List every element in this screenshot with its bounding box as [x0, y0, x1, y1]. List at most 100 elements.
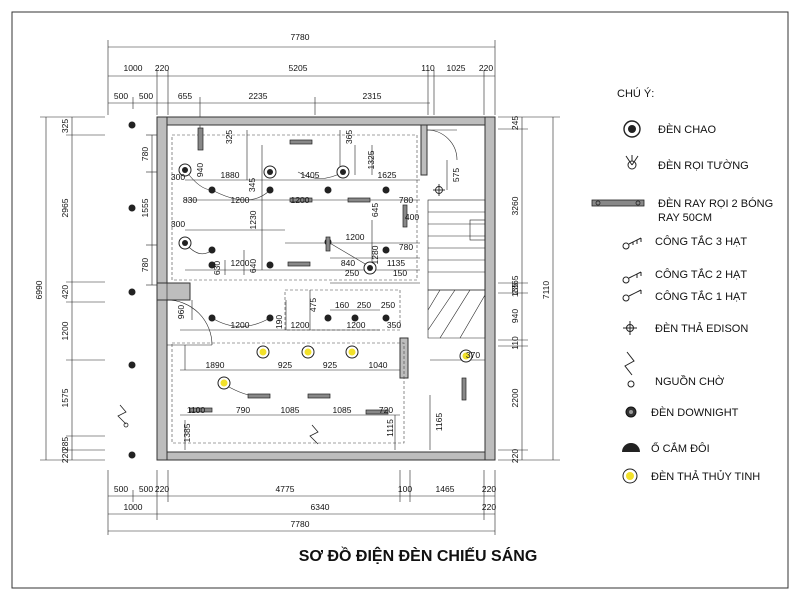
svg-text:1280: 1280 — [370, 245, 380, 264]
svg-text:475: 475 — [308, 298, 318, 312]
bottom-dimensions: 500 500 220 4775 100 1465 220 1000 6340 … — [107, 470, 496, 535]
interior-dimension-labels: 325 940 365 1325 1880 1405 1625 575 830 … — [171, 130, 480, 443]
svg-text:780: 780 — [140, 147, 150, 161]
downlights — [128, 121, 390, 459]
legend: CHÚ Ý: ĐÈN CHAO ĐÈN RỌI TƯỜNG ĐÈN RAY RỌ… — [591, 87, 773, 484]
svg-text:830: 830 — [183, 195, 197, 205]
svg-text:780: 780 — [399, 242, 413, 252]
svg-text:220: 220 — [482, 484, 496, 494]
svg-text:1000: 1000 — [124, 63, 143, 73]
svg-text:1165: 1165 — [434, 413, 444, 432]
svg-text:575: 575 — [451, 168, 461, 182]
svg-text:1890: 1890 — [206, 360, 225, 370]
svg-text:780: 780 — [140, 258, 150, 272]
svg-text:1200: 1200 — [231, 320, 250, 330]
svg-text:960: 960 — [176, 305, 186, 319]
svg-text:300: 300 — [171, 172, 185, 182]
svg-text:1625: 1625 — [378, 170, 397, 180]
svg-text:325: 325 — [60, 119, 70, 133]
svg-text:400: 400 — [405, 212, 419, 222]
svg-text:500: 500 — [139, 91, 153, 101]
legend-label-socket: Ổ CẮM ĐÔI — [651, 442, 710, 455]
legend-heading: CHÚ Ý: — [617, 87, 654, 100]
svg-text:345: 345 — [247, 178, 257, 192]
legend-label-track-light-2: RAY 50CM — [658, 212, 712, 224]
edison-pendants — [433, 184, 445, 196]
svg-text:3260: 3260 — [510, 196, 520, 215]
svg-text:1405: 1405 — [301, 170, 320, 180]
edison-pendant-icon — [623, 321, 637, 335]
svg-text:500: 500 — [139, 484, 153, 494]
svg-text:220: 220 — [482, 502, 496, 512]
glass-pendant-icon — [622, 468, 638, 484]
svg-text:325: 325 — [224, 130, 234, 144]
right-dimensions: 7110 245 3260 2365 135 940 110 2200 220 — [498, 116, 560, 463]
legend-label-standby-power: NGUỒN CHỜ — [655, 375, 725, 388]
svg-text:1000: 1000 — [124, 502, 143, 512]
downlight-icon — [625, 406, 637, 418]
svg-text:5205: 5205 — [289, 63, 308, 73]
svg-text:190: 190 — [274, 315, 284, 329]
svg-text:640: 640 — [248, 259, 258, 273]
svg-text:7110: 7110 — [541, 281, 551, 300]
svg-text:1465: 1465 — [436, 484, 455, 494]
svg-text:160: 160 — [335, 300, 349, 310]
svg-text:2365: 2365 — [510, 275, 520, 294]
doors — [166, 129, 458, 346]
svg-text:925: 925 — [278, 360, 292, 370]
svg-text:1325: 1325 — [366, 150, 376, 169]
svg-text:220: 220 — [479, 63, 493, 73]
svg-text:220: 220 — [60, 449, 70, 463]
top-dimensions: 7780 1000 220 5205 110 1025 220 500 500 … — [107, 32, 496, 130]
legend-label-downlight: ĐÈN DOWNIGHT — [651, 406, 739, 419]
svg-text:1085: 1085 — [281, 405, 300, 415]
svg-text:150: 150 — [393, 268, 407, 278]
switch-1-icon — [622, 289, 642, 302]
dim-top-total: 7780 — [291, 32, 310, 42]
svg-text:350: 350 — [387, 320, 401, 330]
svg-text:2315: 2315 — [363, 91, 382, 101]
svg-text:1025: 1025 — [447, 63, 466, 73]
legend-label-ceiling-lamp: ĐÈN CHAO — [658, 123, 717, 136]
svg-text:2200: 2200 — [510, 388, 520, 407]
svg-text:1200: 1200 — [291, 320, 310, 330]
svg-text:220: 220 — [155, 484, 169, 494]
svg-text:940: 940 — [510, 309, 520, 323]
legend-label-switch-2: CÔNG TẮC 2 HẠT — [655, 268, 747, 281]
staircase — [427, 199, 486, 339]
svg-text:365: 365 — [344, 130, 354, 144]
svg-text:2235: 2235 — [249, 91, 268, 101]
svg-text:780: 780 — [399, 195, 413, 205]
legend-label-switch-1: CÔNG TẮC 1 HẠT — [655, 290, 747, 303]
svg-text:7780: 7780 — [291, 519, 310, 529]
svg-text:1115: 1115 — [385, 419, 395, 437]
svg-text:1385: 1385 — [182, 423, 192, 442]
legend-label-switch-3: CÔNG TẮC 3 HẠT — [655, 235, 747, 248]
svg-text:250: 250 — [345, 268, 359, 278]
svg-text:250: 250 — [381, 300, 395, 310]
sheet-border — [11, 11, 789, 589]
svg-text:1200: 1200 — [291, 195, 310, 205]
svg-text:790: 790 — [236, 405, 250, 415]
svg-text:500: 500 — [114, 91, 128, 101]
svg-text:300: 300 — [171, 219, 185, 229]
track-lights — [189, 127, 467, 415]
svg-text:245: 245 — [510, 116, 520, 130]
svg-text:925: 925 — [323, 360, 337, 370]
svg-text:1200: 1200 — [347, 320, 366, 330]
svg-text:1200: 1200 — [231, 195, 250, 205]
svg-text:1230: 1230 — [248, 210, 258, 229]
ceiling-lamp-icon — [623, 120, 641, 138]
interior-dimension-lines — [180, 130, 485, 450]
svg-text:1200: 1200 — [346, 232, 365, 242]
legend-label-wall-spotlight: ĐÈN RỌI TƯỜNG — [658, 159, 749, 172]
svg-text:100: 100 — [398, 484, 412, 494]
svg-text:500: 500 — [114, 484, 128, 494]
svg-text:630: 630 — [212, 261, 222, 275]
wall-spotlight-icon — [625, 155, 639, 170]
svg-text:645: 645 — [370, 203, 380, 217]
svg-text:1085: 1085 — [333, 405, 352, 415]
legend-label-track-light: ĐÈN RAY RỌI 2 BÓNG — [658, 197, 773, 210]
svg-text:285: 285 — [60, 437, 70, 451]
